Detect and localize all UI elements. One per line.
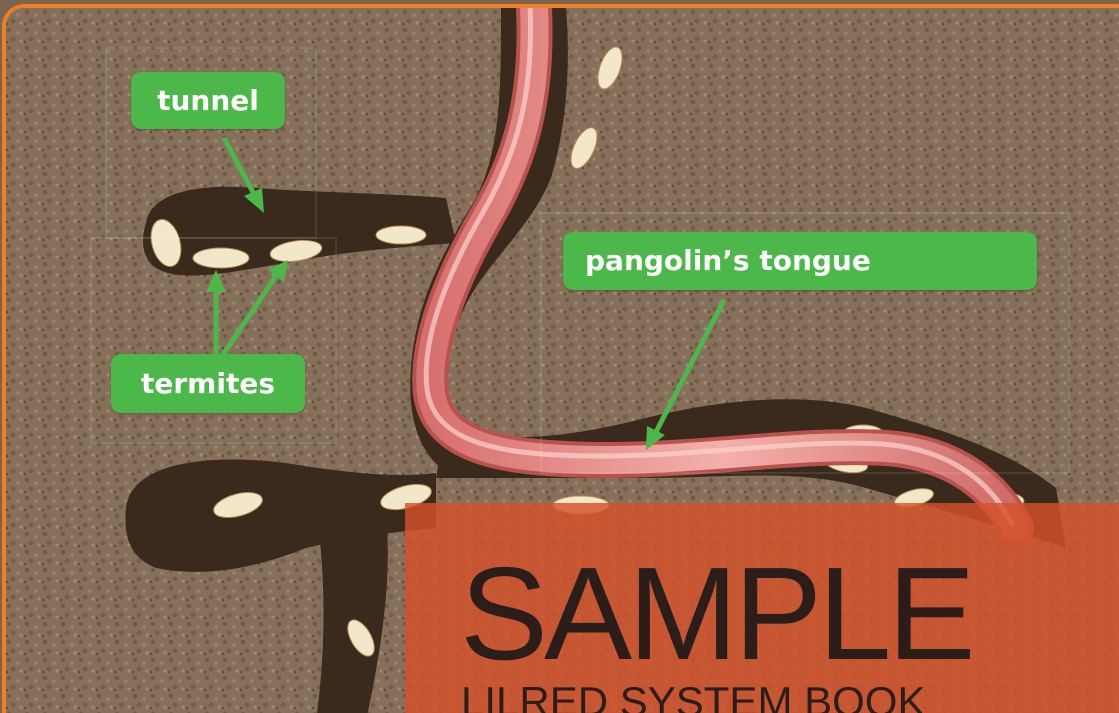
tunnel-label: tunnel xyxy=(131,72,285,129)
watermark-title: SAMPLE xyxy=(460,548,972,680)
sample-watermark: SAMPLE LILRED SYSTEM BOOK xyxy=(405,503,1119,713)
watermark-subtitle: LILRED SYSTEM BOOK xyxy=(461,681,925,713)
termites-label: termites xyxy=(111,354,305,413)
pangolin-tongue-label: pangolin’s tongue xyxy=(563,232,1037,290)
